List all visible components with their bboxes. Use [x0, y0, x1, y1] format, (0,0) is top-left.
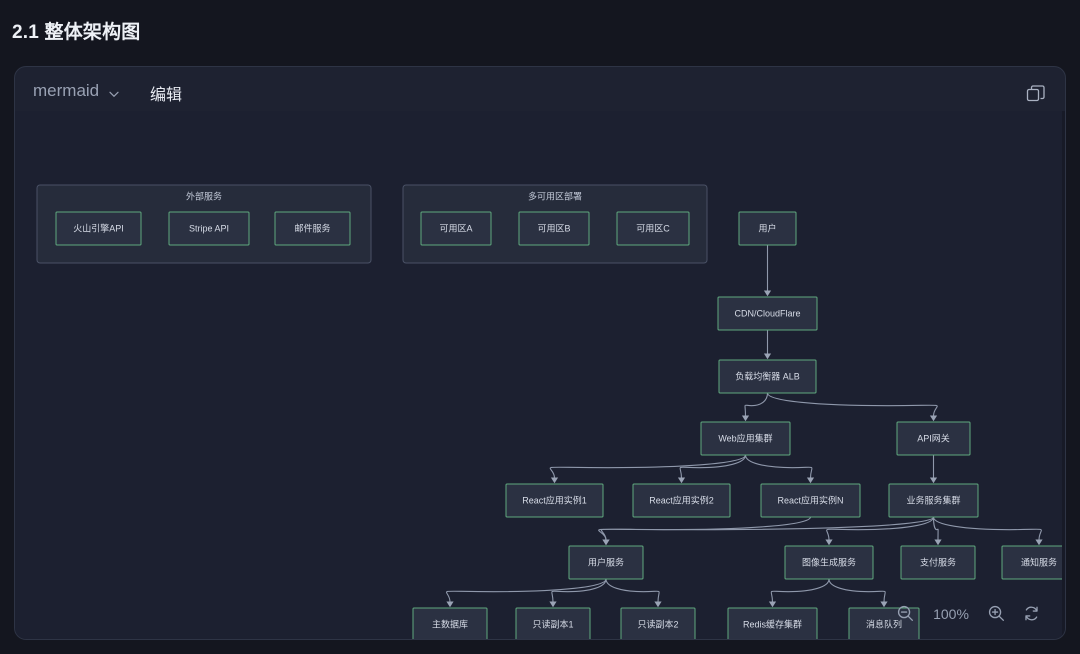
arrow-head: [549, 601, 557, 608]
node-label: 邮件服务: [294, 222, 330, 233]
edit-button[interactable]: 编辑: [150, 87, 183, 104]
node-react2[interactable]: React应用实例2: [632, 483, 731, 518]
arrow-head: [825, 539, 833, 546]
language-select[interactable]: mermaid: [33, 81, 120, 101]
arrow-head: [446, 601, 454, 608]
node-web[interactable]: Web应用集群: [700, 421, 791, 456]
edge-usersvc-to-replica1: [551, 578, 607, 603]
node-maindb[interactable]: 主数据库: [412, 607, 488, 640]
language-select-label: mermaid: [33, 81, 100, 100]
arrow-head: [1035, 539, 1043, 546]
node-replica1[interactable]: 只读副本1: [515, 607, 591, 640]
canvas-scroll-edge[interactable]: [1062, 111, 1065, 639]
arrow-head: [806, 477, 815, 484]
node-apigw[interactable]: API网关: [896, 421, 971, 456]
edge-bizsvc-to-imgsvc: [826, 516, 935, 541]
node-label: API网关: [917, 432, 950, 443]
node-imgsvc[interactable]: 图像生成服务: [784, 545, 874, 580]
node-label: 主数据库: [432, 618, 468, 629]
arrow-head: [929, 477, 938, 484]
refresh-icon[interactable]: [1022, 604, 1041, 623]
subgraph-label: 多可用区部署: [528, 190, 582, 201]
node-label: Stripe API: [189, 223, 229, 233]
edge-web-to-react1: [549, 454, 747, 479]
node-label: 消息队列: [866, 618, 902, 629]
node-label: 支付服务: [920, 556, 956, 567]
arrow-head: [934, 539, 942, 546]
node-volc[interactable]: 火山引擎API: [55, 211, 142, 246]
node-label: 火山引擎API: [73, 222, 124, 233]
edge-bizsvc-to-usersvc: [598, 516, 935, 541]
node-label: 业务服务集群: [906, 494, 960, 505]
node-label: 通知服务: [1021, 556, 1057, 567]
edge-layer: [446, 245, 1043, 608]
subgraph-label: 外部服务: [186, 190, 222, 201]
node-notify[interactable]: 通知服务: [1001, 545, 1066, 580]
node-replica2[interactable]: 只读副本2: [620, 607, 696, 640]
node-label: React应用实例N: [777, 494, 843, 505]
node-label: 用户服务: [588, 556, 624, 567]
copy-icon[interactable]: [1023, 82, 1049, 108]
node-label: Redis缓存集群: [743, 618, 802, 629]
arrow-head: [768, 601, 777, 608]
arrow-head: [741, 415, 750, 422]
node-usersvc[interactable]: 用户服务: [568, 545, 644, 580]
zoom-controls: 100%: [886, 598, 1051, 629]
node-label: 只读副本1: [532, 618, 573, 629]
zoom-out-icon[interactable]: [896, 604, 915, 623]
chevron-down-icon: [108, 85, 120, 98]
zoom-in-icon[interactable]: [987, 604, 1006, 623]
node-azA[interactable]: 可用区A: [420, 211, 492, 246]
node-mq[interactable]: 消息队列: [848, 607, 920, 640]
arrow-head: [763, 290, 772, 297]
zoom-level-label: 100%: [933, 605, 969, 622]
edge-reactN-to-usersvc: [600, 516, 812, 541]
arrow-head: [929, 415, 938, 422]
edge-web-to-reactN: [744, 454, 813, 479]
edge-usersvc-to-replica2: [605, 578, 660, 603]
node-label: 用户: [758, 222, 776, 233]
edge-alb-to-apigw: [766, 392, 938, 417]
node-label: React应用实例1: [522, 494, 587, 505]
arrow-head: [602, 539, 610, 546]
arrow-head: [880, 601, 888, 608]
node-mail[interactable]: 邮件服务: [274, 211, 351, 246]
node-label: 负载均衡器 ALB: [735, 370, 800, 381]
edge-alb-to-web: [744, 392, 769, 417]
node-react1[interactable]: React应用实例1: [505, 483, 604, 518]
arrow-head: [677, 477, 686, 484]
mermaid-diagram-card: mermaid 编辑 外部服务 多可用区部署火山引擎API Stripe API 邮件…: [14, 66, 1066, 640]
node-label: 只读副本2: [637, 618, 678, 629]
node-alb[interactable]: 负载均衡器 ALB: [718, 359, 817, 394]
edge-usersvc-to-maindb: [446, 578, 607, 603]
node-label: 图像生成服务: [802, 556, 856, 567]
edge-imgsvc-to-redis: [770, 578, 830, 603]
arrow-head: [550, 477, 559, 484]
node-label: 可用区C: [636, 223, 670, 233]
node-azB[interactable]: 可用区B: [518, 211, 590, 246]
node-user[interactable]: 用户: [738, 211, 797, 246]
node-bizsvc[interactable]: 业务服务集群: [888, 483, 979, 518]
node-paysvc[interactable]: 支付服务: [900, 545, 976, 580]
node-label: React应用实例2: [649, 494, 714, 505]
node-redis[interactable]: Redis缓存集群: [727, 607, 818, 640]
node-label: CDN/CloudFlare: [734, 308, 800, 318]
edge-bizsvc-to-notify: [932, 516, 1042, 541]
arrow-head: [654, 601, 662, 608]
node-stripe[interactable]: Stripe API: [168, 211, 250, 246]
node-label: 可用区A: [439, 223, 472, 233]
edge-imgsvc-to-mq: [828, 578, 886, 603]
node-cdn[interactable]: CDN/CloudFlare: [717, 296, 818, 331]
arrow-head: [763, 353, 772, 360]
node-azC[interactable]: 可用区C: [616, 211, 690, 246]
edge-bizsvc-to-paysvc: [932, 516, 939, 541]
diagram-canvas[interactable]: 外部服务 多可用区部署火山引擎API Stripe API 邮件服务 可用区A 可用区B 可…: [15, 111, 1065, 639]
card-header: mermaid 编辑: [15, 67, 1065, 123]
node-label: Web应用集群: [718, 432, 772, 443]
node-reactN[interactable]: React应用实例N: [760, 483, 861, 518]
page-title: 2.1 整体架构图: [12, 22, 141, 43]
edge-web-to-react2: [679, 454, 747, 479]
node-label: 可用区B: [537, 223, 570, 233]
